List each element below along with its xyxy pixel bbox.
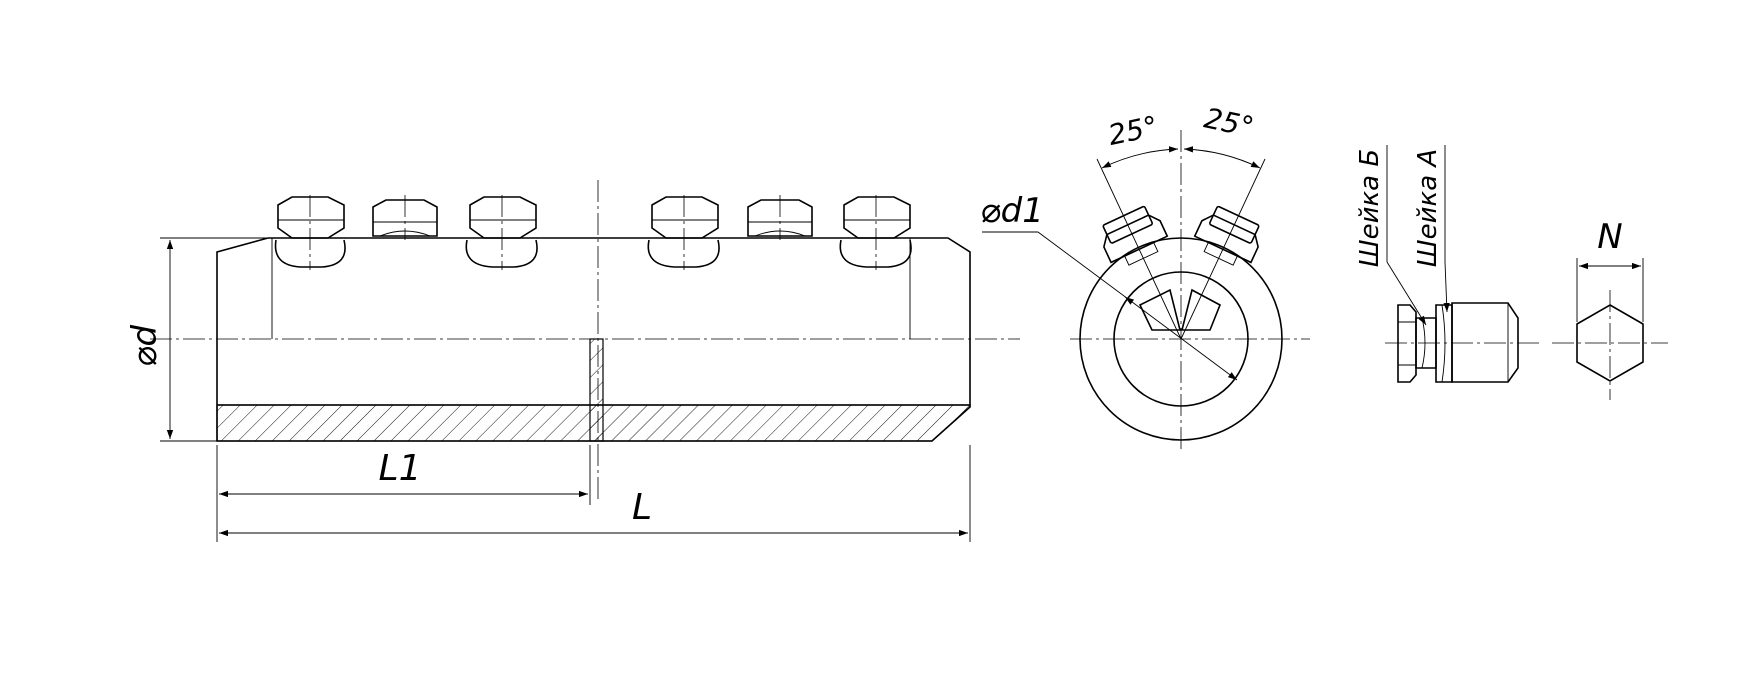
- neck-a-label: Шейка А: [1413, 149, 1443, 267]
- end-view: 25° 25° ⌀d1: [980, 101, 1310, 450]
- angle-line-left: [1096, 158, 1182, 340]
- dim-d1-label: ⌀d1: [980, 191, 1044, 231]
- bolt-5: [747, 195, 813, 240]
- center-stop-section: [589, 338, 604, 442]
- neck-a-leader: [1443, 261, 1450, 313]
- dim-d1-leader-line: [1037, 231, 1238, 381]
- angle-line-right: [1180, 158, 1266, 340]
- bolt-3: [465, 195, 538, 270]
- bolt-detail-collar: [1435, 304, 1453, 383]
- bolt-detail-side: Шейка Б Шейка А: [1355, 145, 1540, 383]
- dim-n-label: N: [1597, 217, 1622, 257]
- bolt-2: [372, 195, 438, 240]
- bolt-detail-head: [1397, 304, 1417, 383]
- angle-left-label: 25°: [1105, 109, 1160, 152]
- side-view: ⌀d L1 L: [125, 180, 1020, 542]
- dim-d-label: ⌀d: [125, 325, 165, 367]
- angle-arc-left: [1101, 146, 1179, 169]
- dim-l1-label: L1: [379, 448, 422, 489]
- hex-outline: [1576, 304, 1644, 382]
- neck-b-leader: [1386, 261, 1427, 326]
- dim-d1-leader-arrow: [1124, 296, 1135, 305]
- end-view-outer-circle: [1079, 237, 1283, 441]
- neck-b-label: Шейка Б: [1355, 149, 1385, 267]
- end-view-bore-circle: [1113, 271, 1249, 407]
- bolt-4: [647, 195, 720, 270]
- bolt-6: [839, 195, 912, 270]
- hex-end-view: N: [1552, 217, 1668, 400]
- dim-l-label: L: [632, 487, 652, 528]
- bolt-1: [274, 195, 346, 270]
- angle-right-label: 25°: [1201, 101, 1256, 144]
- angle-arc-right: [1183, 146, 1261, 169]
